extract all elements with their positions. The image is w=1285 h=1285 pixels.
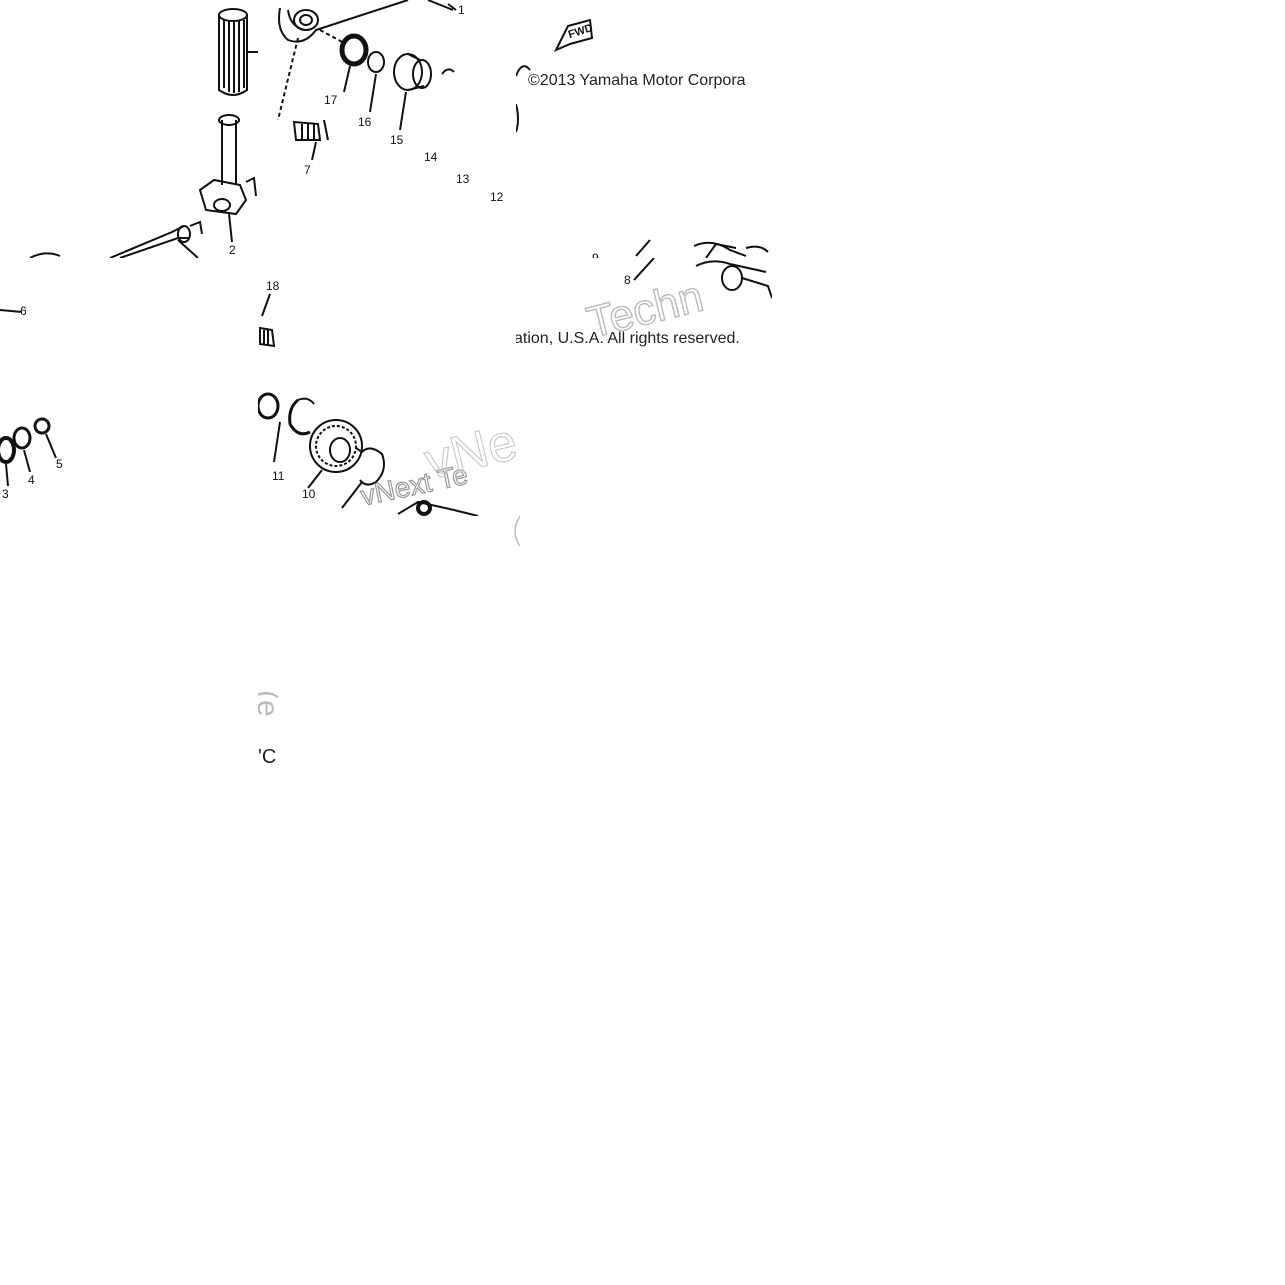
diagram-tile-spring: FWD 9 ©2013 Yamaha Motor Corpora: [516, 0, 772, 258]
callout-5: 5: [56, 457, 63, 471]
callout-4: 4: [28, 473, 35, 487]
callout-16: 16: [358, 115, 372, 129]
diagram-tile-washers: 6 3 4 5: [0, 258, 258, 516]
callout-17: 17: [324, 93, 338, 107]
callout-10: 10: [302, 487, 316, 501]
strip-drawing: [514, 516, 521, 547]
diagram-tile-kick-gear: 18 11 10 vNext Te vNe: [258, 258, 516, 516]
fragment-text-2: 'C: [258, 746, 277, 768]
spring-drawing: FWD 9: [516, 18, 769, 258]
callout-12: 12: [490, 190, 504, 204]
fragment-text-1: (e: [258, 690, 278, 717]
callout-1: 1: [458, 3, 465, 17]
kick-gear-drawing: 18 11 10 vNext Te vNe: [258, 279, 516, 516]
callout-14: 14: [424, 150, 438, 164]
watermark-vne: vNe: [419, 413, 516, 492]
callout-9: 9: [592, 251, 599, 258]
diagram-tile-kick-arm: 1 17 16 15 7: [258, 0, 516, 258]
callout-3: 3: [2, 487, 9, 501]
diagram-tile-kick-shaft: 2: [0, 0, 258, 258]
kick-arm-drawing: 1 17 16 15 7: [277, 0, 465, 177]
callout-13: 13: [456, 172, 470, 186]
washers-drawing: 6 3 4 5: [0, 304, 63, 501]
callout-15: 15: [390, 133, 404, 147]
diagram-tile-edge: (e 'C: [258, 680, 278, 776]
callout-2: 2: [229, 243, 236, 257]
callout-8: 8: [624, 273, 631, 287]
callout-6: 6: [20, 304, 27, 318]
kick-shaft-drawing: 2: [29, 8, 258, 258]
callout-7: 7: [304, 163, 311, 177]
copyright-notice-bottom: ation, U.S.A. All rights reserved.: [516, 330, 740, 347]
diagram-tile-fragment: 8 Techn ation, U.S.A. All rights reserve…: [516, 258, 772, 348]
callout-11: 11: [272, 469, 285, 483]
callout-18: 18: [266, 279, 280, 293]
fragment-drawing: 8 Techn: [582, 258, 772, 348]
diagram-tile-strip: [258, 516, 530, 548]
copyright-notice-top: ©2013 Yamaha Motor Corpora: [528, 72, 746, 89]
